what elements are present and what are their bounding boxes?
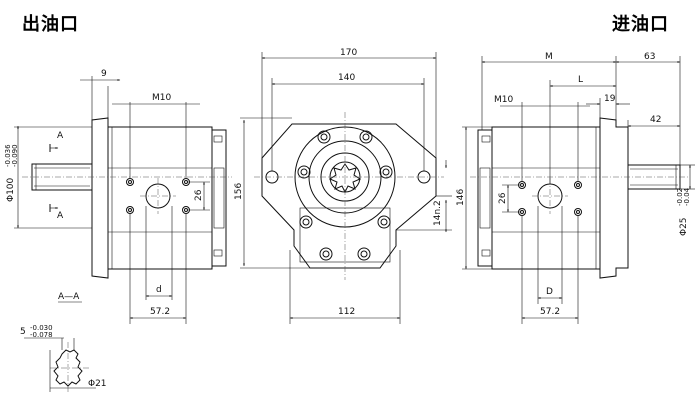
section-mark-bottom: A	[57, 211, 64, 221]
right-dim-146: 146	[456, 189, 466, 206]
inlet-port-label: 进油口	[612, 14, 669, 35]
section-key-tol-upper: -0.030	[30, 324, 53, 332]
left-dim-57-2: 57.2	[150, 307, 170, 317]
right-tol-upper: -0.02	[676, 188, 684, 206]
right-side-view: M 63 L M10 19 42 146 26	[456, 52, 695, 324]
right-dim-m: M	[545, 52, 553, 62]
right-tol-lower: -0.04	[683, 187, 691, 206]
right-dim-d: D	[546, 287, 553, 297]
left-tol-lower: -0.090	[11, 144, 19, 167]
right-pump-body	[491, 126, 601, 270]
left-dim-d: d	[156, 285, 162, 295]
left-mount-flange	[91, 117, 109, 279]
right-dim-26: 26	[498, 192, 508, 204]
right-dim-42: 42	[650, 115, 661, 125]
front-dim-112: 112	[338, 307, 355, 317]
front-dim-156: 156	[234, 183, 244, 200]
right-dim-57-2: 57.2	[540, 307, 560, 317]
section-dim-dia21: Φ21	[88, 379, 107, 389]
right-dim-l: L	[578, 75, 583, 85]
right-dim-dia25: Φ25	[679, 217, 689, 236]
section-key-width: 5	[20, 327, 26, 337]
left-tol-upper: -0.036	[4, 144, 12, 167]
section-key-tol-lower: -0.078	[30, 331, 53, 339]
section-a-a: A—A 5 -0.030 -0.078 Φ21	[20, 292, 107, 394]
left-dim-26: 26	[194, 189, 204, 201]
left-dim-dia100: Φ100	[6, 177, 16, 202]
left-dim-9: 9	[101, 69, 107, 79]
front-view: 170 140 156 14n.2 112	[234, 48, 452, 324]
right-dim-m10: M10	[494, 95, 513, 105]
front-dim-170: 170	[340, 48, 357, 58]
section-mark-top: A	[57, 131, 64, 141]
left-side-view: 9 M10 Φ100 -0.036 -0.090 A A 26 d 57.2	[4, 69, 232, 324]
front-dim-14n2: 14n.2	[433, 200, 443, 226]
section-label: A—A	[58, 292, 80, 302]
left-pump-body	[107, 126, 213, 270]
outlet-port-label: 出油口	[22, 14, 79, 35]
right-dim-19: 19	[604, 94, 616, 104]
left-end-cap	[211, 129, 227, 267]
right-dim-63: 63	[644, 52, 655, 62]
front-dim-140: 140	[338, 73, 355, 83]
right-mount-flange	[599, 117, 629, 279]
left-dim-m10: M10	[152, 93, 171, 103]
